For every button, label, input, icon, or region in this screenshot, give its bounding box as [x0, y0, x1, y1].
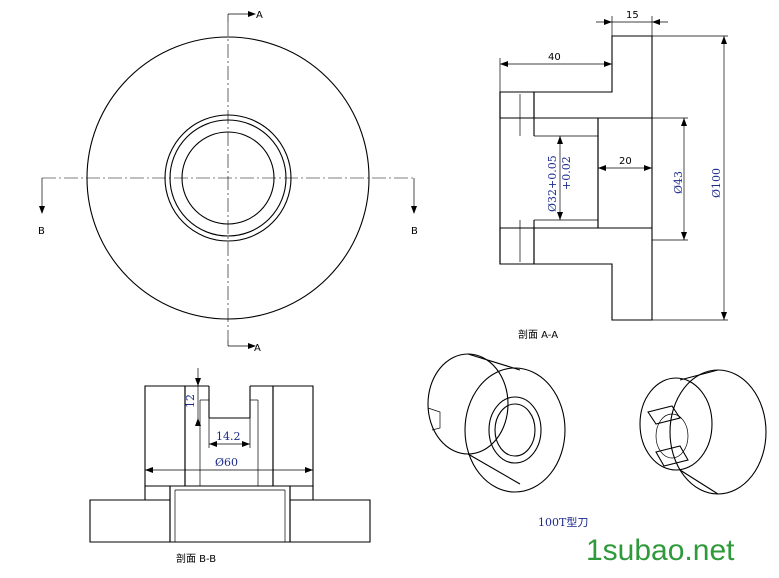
dim-d60: Ø60 — [215, 456, 238, 469]
dim-d32: Ø32+0.05 — [546, 155, 559, 212]
arrow-label-b-left: B — [38, 226, 45, 237]
caption-section-b-b: 剖面 B-B — [176, 552, 216, 565]
arrow-label-b-right: B — [411, 226, 418, 237]
section-arrow-b-right: B — [411, 178, 418, 237]
watermark: 1subao.net — [586, 534, 735, 567]
section-arrow-b-left: B — [38, 178, 45, 237]
section-arrow-a-top: A — [227, 10, 263, 22]
section-b-b — [89, 385, 371, 543]
dim-d32-tol: +0.02 — [560, 156, 573, 190]
arrow-label-a-top: A — [256, 10, 263, 21]
dim-20: 20 — [619, 156, 632, 167]
dim-14-2: 14.2 — [216, 430, 241, 443]
dim-12: 12 — [184, 394, 197, 408]
arrow-label-a-bottom: A — [254, 343, 261, 354]
dim-40: 40 — [548, 52, 561, 63]
dimensions-a-a: 15 40 20 Ø32+0.05 +0.02 Ø43 Ø100 — [499, 10, 728, 321]
dimensions-b-b: 12 14.2 Ø60 — [145, 368, 313, 473]
iso-view-back — [639, 369, 767, 495]
iso-view-front — [427, 353, 566, 493]
caption-3d-views: 100T型刀 — [538, 515, 588, 529]
caption-section-a-a: 剖面 A-A — [518, 328, 558, 341]
front-view — [42, 22, 414, 340]
dim-15: 15 — [626, 10, 639, 21]
section-arrow-a-bottom: A — [227, 340, 261, 354]
dim-d100: Ø100 — [710, 168, 723, 198]
dim-d43: Ø43 — [672, 171, 685, 194]
section-a-a — [499, 35, 653, 321]
